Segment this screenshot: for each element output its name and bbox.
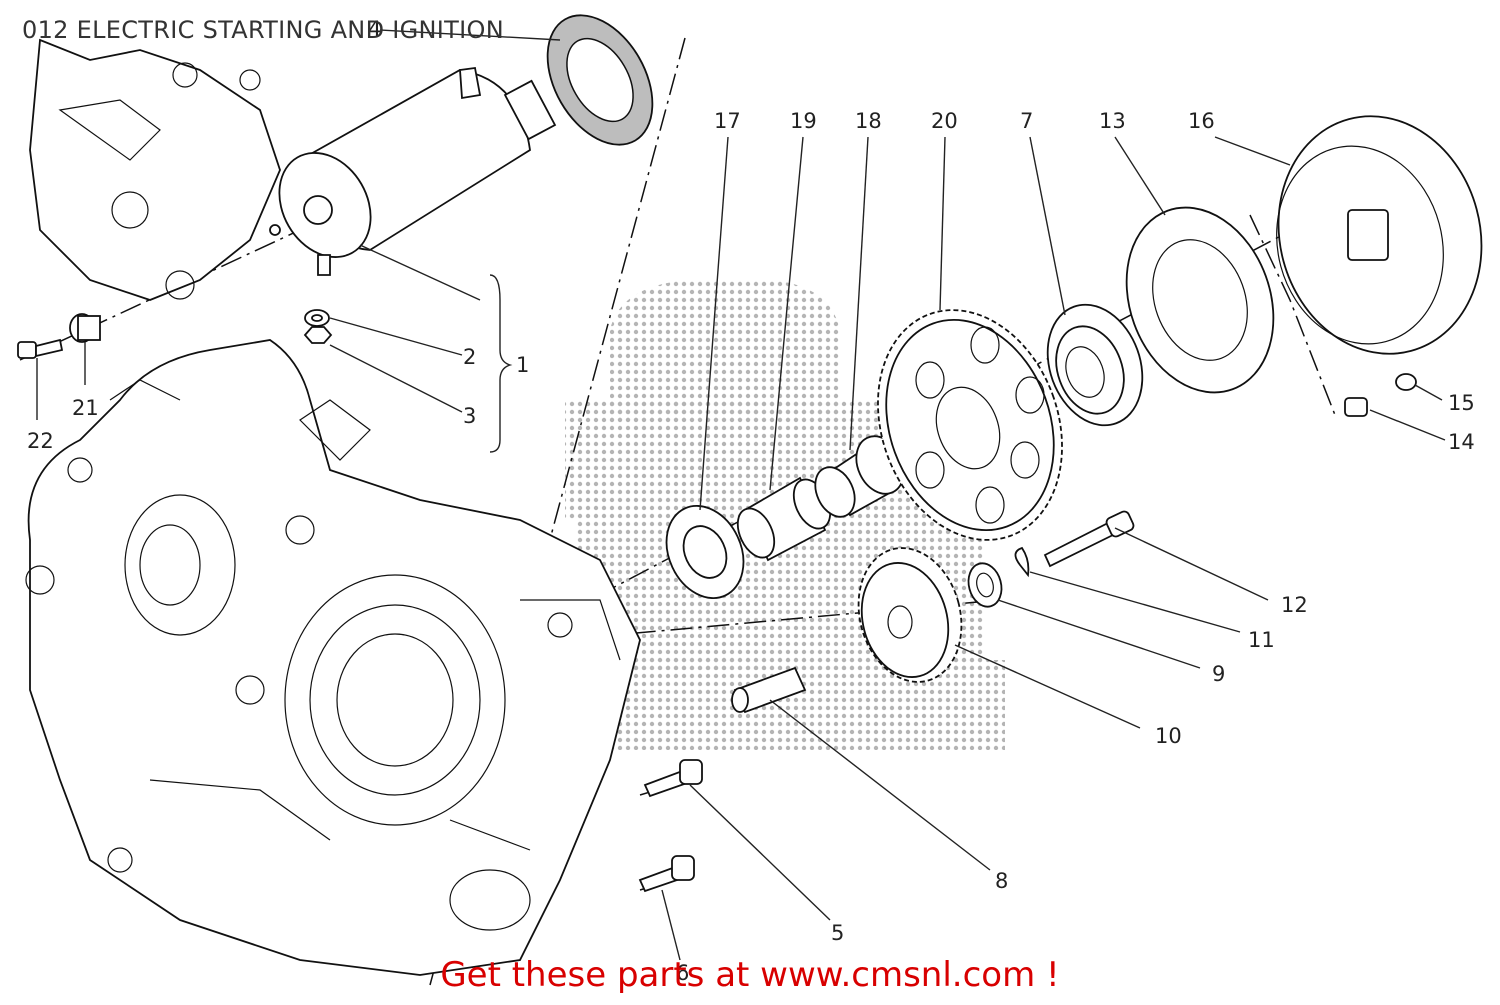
callout-10: 10 bbox=[1155, 724, 1182, 748]
cover-screws bbox=[638, 759, 703, 893]
diagram-title: 012 ELECTRIC STARTING AND IGNITION bbox=[22, 16, 504, 44]
callout-6: 6 bbox=[676, 961, 689, 985]
dowel-pins bbox=[1344, 373, 1417, 417]
thrust-washer bbox=[665, 505, 745, 599]
callout-15: 15 bbox=[1448, 391, 1475, 415]
callout-5: 5 bbox=[831, 921, 844, 945]
callout-12: 12 bbox=[1281, 593, 1308, 617]
callout-17: 17 bbox=[714, 109, 741, 133]
callout-9: 9 bbox=[1212, 662, 1225, 686]
callout-22: 22 bbox=[27, 429, 54, 453]
callout-2: 2 bbox=[463, 345, 476, 369]
gear-bolt bbox=[1043, 510, 1135, 568]
freewheel-flange bbox=[1125, 206, 1275, 394]
starter-gasket bbox=[546, 14, 654, 146]
starter-motor bbox=[269, 66, 557, 276]
washer-and-nut bbox=[303, 309, 333, 344]
engine-fragment bbox=[29, 38, 281, 301]
idler-gear-large bbox=[877, 309, 1063, 541]
promo-banner: Get these parts at www.cmsnl.com ! bbox=[440, 955, 1060, 995]
screw-and-spacer bbox=[17, 313, 101, 359]
needle-bearing bbox=[736, 476, 832, 562]
callouts: 1 2 3 4 5 6 7 8 9 10 11 12 13 14 15 16 1… bbox=[27, 17, 1475, 985]
callout-8: 8 bbox=[995, 869, 1008, 893]
flywheel-rotor bbox=[1276, 115, 1483, 355]
callout-21: 21 bbox=[72, 396, 99, 420]
callout-7: 7 bbox=[1020, 109, 1033, 133]
callout-14: 14 bbox=[1448, 430, 1475, 454]
callout-13: 13 bbox=[1099, 109, 1126, 133]
freewheel-clutch bbox=[1046, 303, 1144, 427]
callout-18: 18 bbox=[855, 109, 882, 133]
washer-and-circlip bbox=[967, 546, 1030, 608]
gear-shaft bbox=[731, 666, 807, 714]
callout-16: 16 bbox=[1188, 109, 1215, 133]
group-bracket bbox=[489, 274, 513, 453]
callout-11: 11 bbox=[1248, 628, 1275, 652]
crankcase bbox=[25, 339, 641, 976]
callout-20: 20 bbox=[931, 109, 958, 133]
callout-1: 1 bbox=[516, 353, 529, 377]
leader-lines bbox=[36, 29, 1446, 961]
callout-19: 19 bbox=[790, 109, 817, 133]
callout-4: 4 bbox=[368, 17, 381, 41]
callout-3: 3 bbox=[463, 404, 476, 428]
intermediate-gear bbox=[857, 547, 963, 683]
